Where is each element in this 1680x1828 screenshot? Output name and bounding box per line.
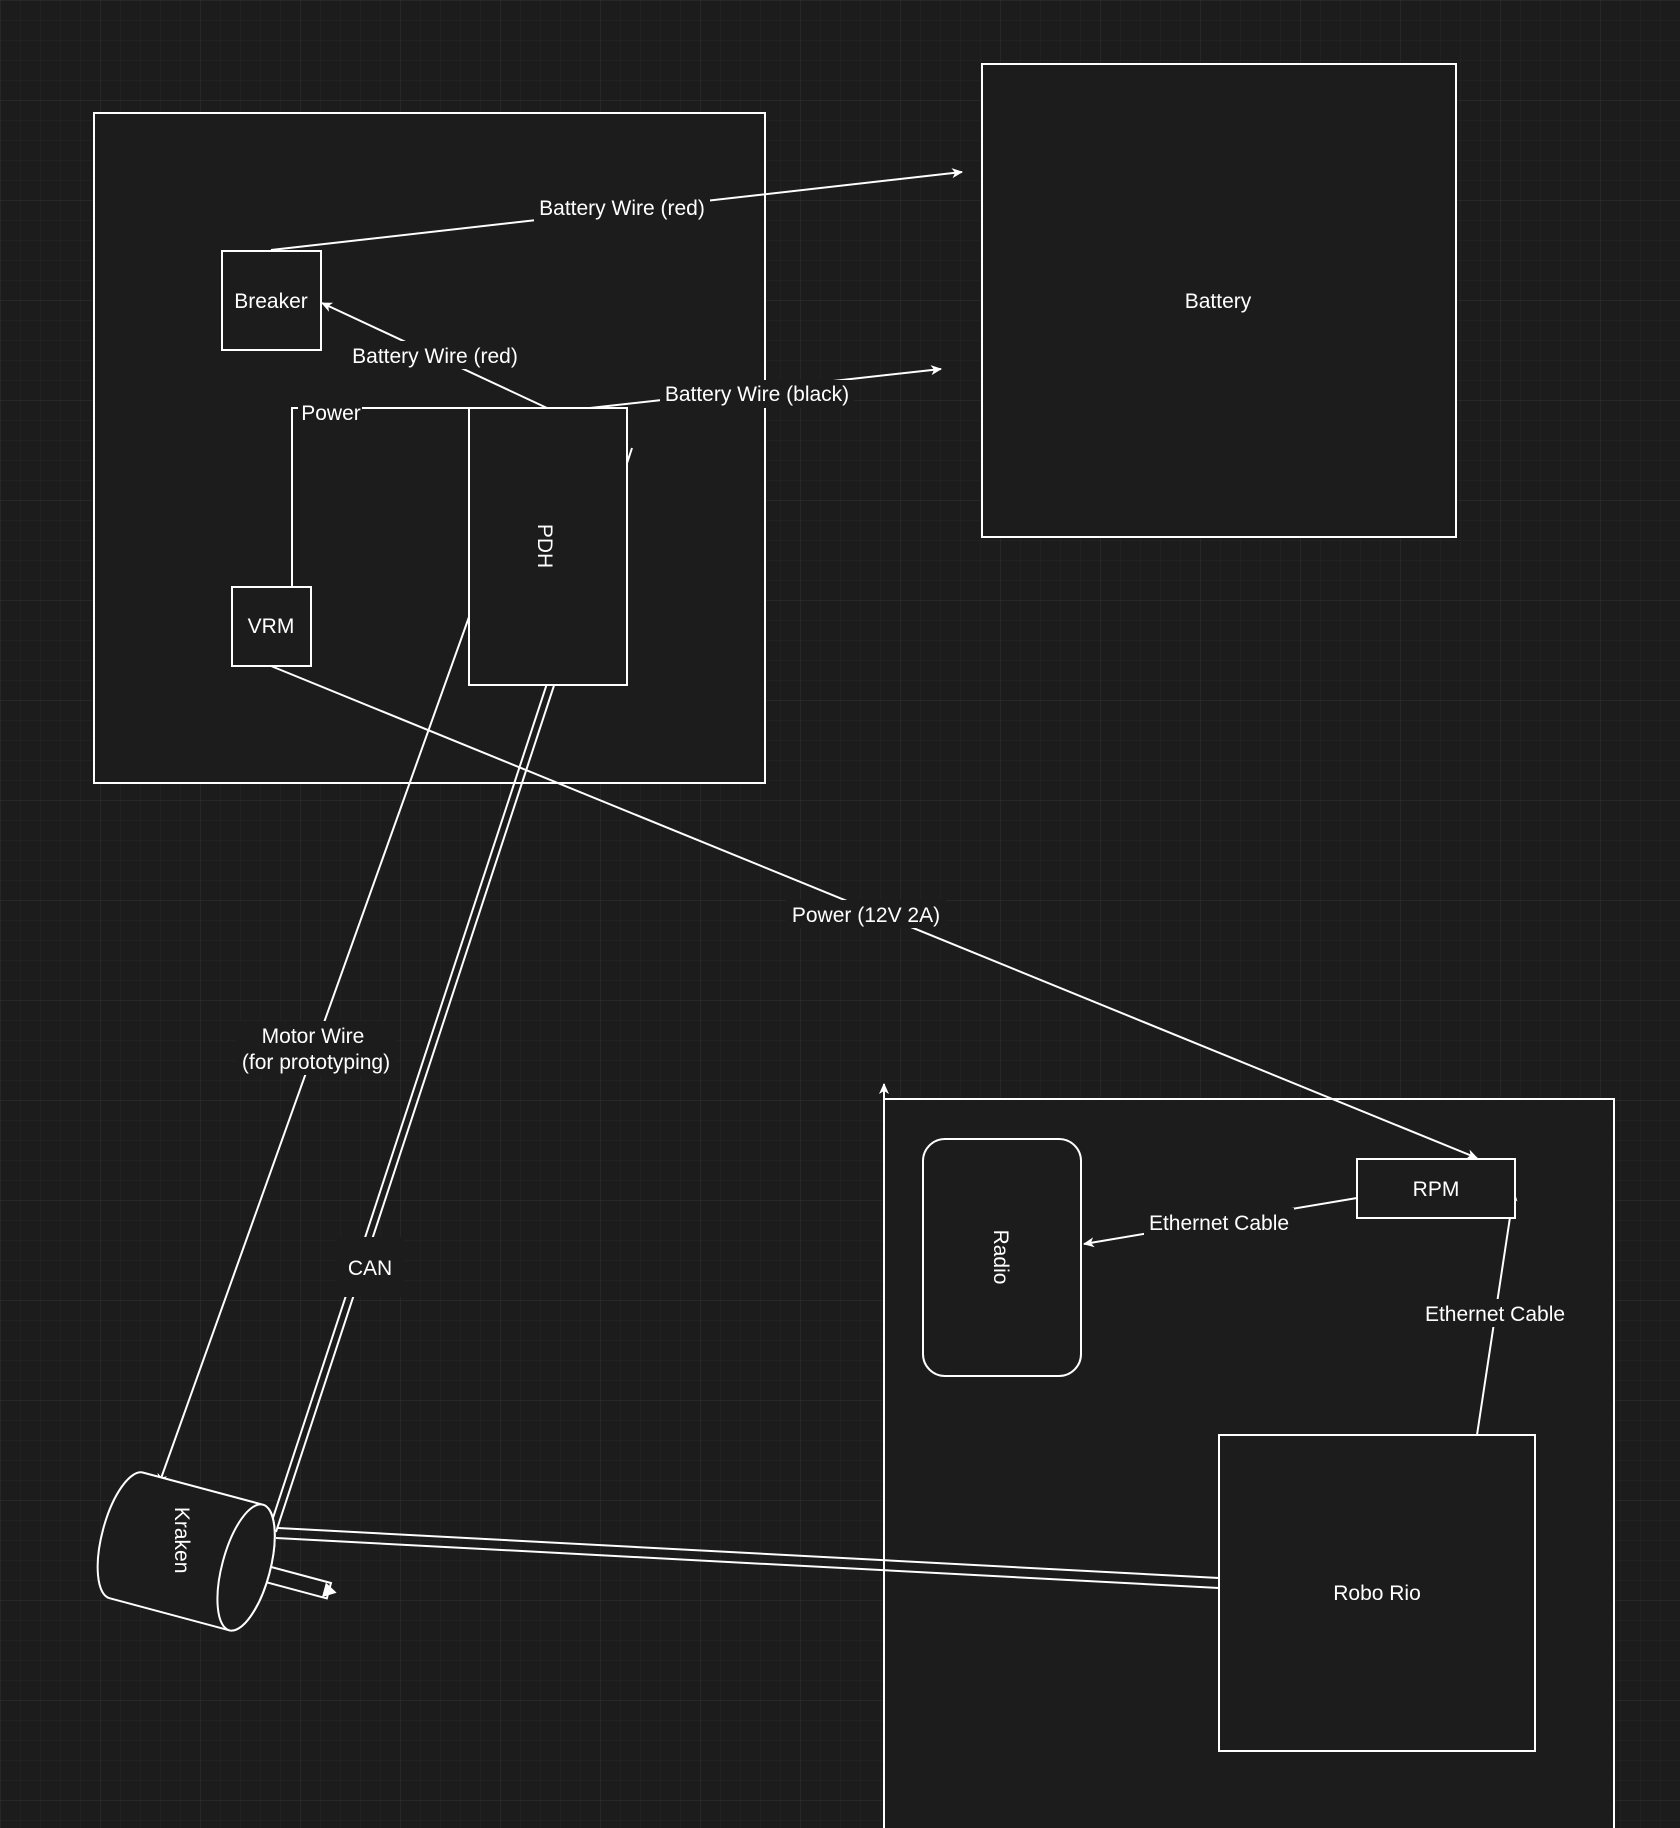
roborio-label: Robo Rio bbox=[1333, 1582, 1421, 1605]
edge-label-vrm-rpm: Power (12V 2A) bbox=[792, 904, 940, 927]
wire-can-roborio-a[interactable] bbox=[277, 1527, 1220, 1579]
edge-label-pdh-vrm: Power bbox=[301, 402, 361, 425]
label-bg-vrm-rpm bbox=[786, 900, 946, 928]
wire-pdh-vrm[interactable] bbox=[287, 407, 469, 599]
edge-label-breaker-battery: Battery Wire (red) bbox=[539, 197, 705, 220]
rpm-label: RPM bbox=[1413, 1178, 1460, 1201]
label-bg-pdh-breaker bbox=[348, 341, 523, 369]
edge-label-pdh-breaker: Battery Wire (red) bbox=[352, 345, 518, 368]
radio-node[interactable] bbox=[922, 1138, 1082, 1377]
radio-label: Radio bbox=[989, 1230, 1012, 1285]
label-bg-pdh-vrm bbox=[298, 399, 362, 427]
kraken-shaft-arrow bbox=[322, 1582, 337, 1598]
edge-label-rpm-radio: Ethernet Cable bbox=[1149, 1212, 1289, 1235]
breaker-label: Breaker bbox=[234, 290, 308, 313]
vrm-label: VRM bbox=[248, 615, 295, 638]
label-bg-roborio-rpm bbox=[1420, 1299, 1570, 1327]
breaker-node[interactable] bbox=[221, 250, 322, 351]
wire-can-roborio-b[interactable] bbox=[275, 1537, 1220, 1589]
vrm-node[interactable] bbox=[231, 586, 312, 667]
rpm-node[interactable] bbox=[1356, 1158, 1516, 1219]
edge-label-motor-line2: (for prototyping) bbox=[242, 1051, 390, 1074]
edge-label-pdh-battery: Battery Wire (black) bbox=[665, 383, 849, 406]
power-group-container[interactable] bbox=[93, 112, 766, 784]
kraken-front-face bbox=[216, 1503, 276, 1632]
kraken-label: Kraken bbox=[170, 1507, 193, 1574]
edge-label-can: CAN bbox=[348, 1257, 392, 1280]
edge-label-motor-line1: Motor Wire bbox=[262, 1025, 365, 1048]
pdh-node[interactable] bbox=[468, 407, 628, 686]
label-bg-can bbox=[336, 1237, 404, 1297]
pdh-label: PDH bbox=[533, 524, 556, 568]
edge-label-roborio-rpm: Ethernet Cable bbox=[1425, 1303, 1565, 1326]
battery-node[interactable] bbox=[981, 63, 1457, 538]
label-bg-motor bbox=[236, 1021, 396, 1075]
label-bg-pdh-battery bbox=[660, 380, 854, 408]
label-bg-rpm-radio bbox=[1144, 1208, 1294, 1236]
label-bg-breaker-battery bbox=[534, 194, 710, 222]
kraken-motor[interactable]: Kraken bbox=[86, 1466, 353, 1654]
battery-label: Battery bbox=[1185, 290, 1252, 313]
roborio-node[interactable] bbox=[1218, 1434, 1536, 1752]
